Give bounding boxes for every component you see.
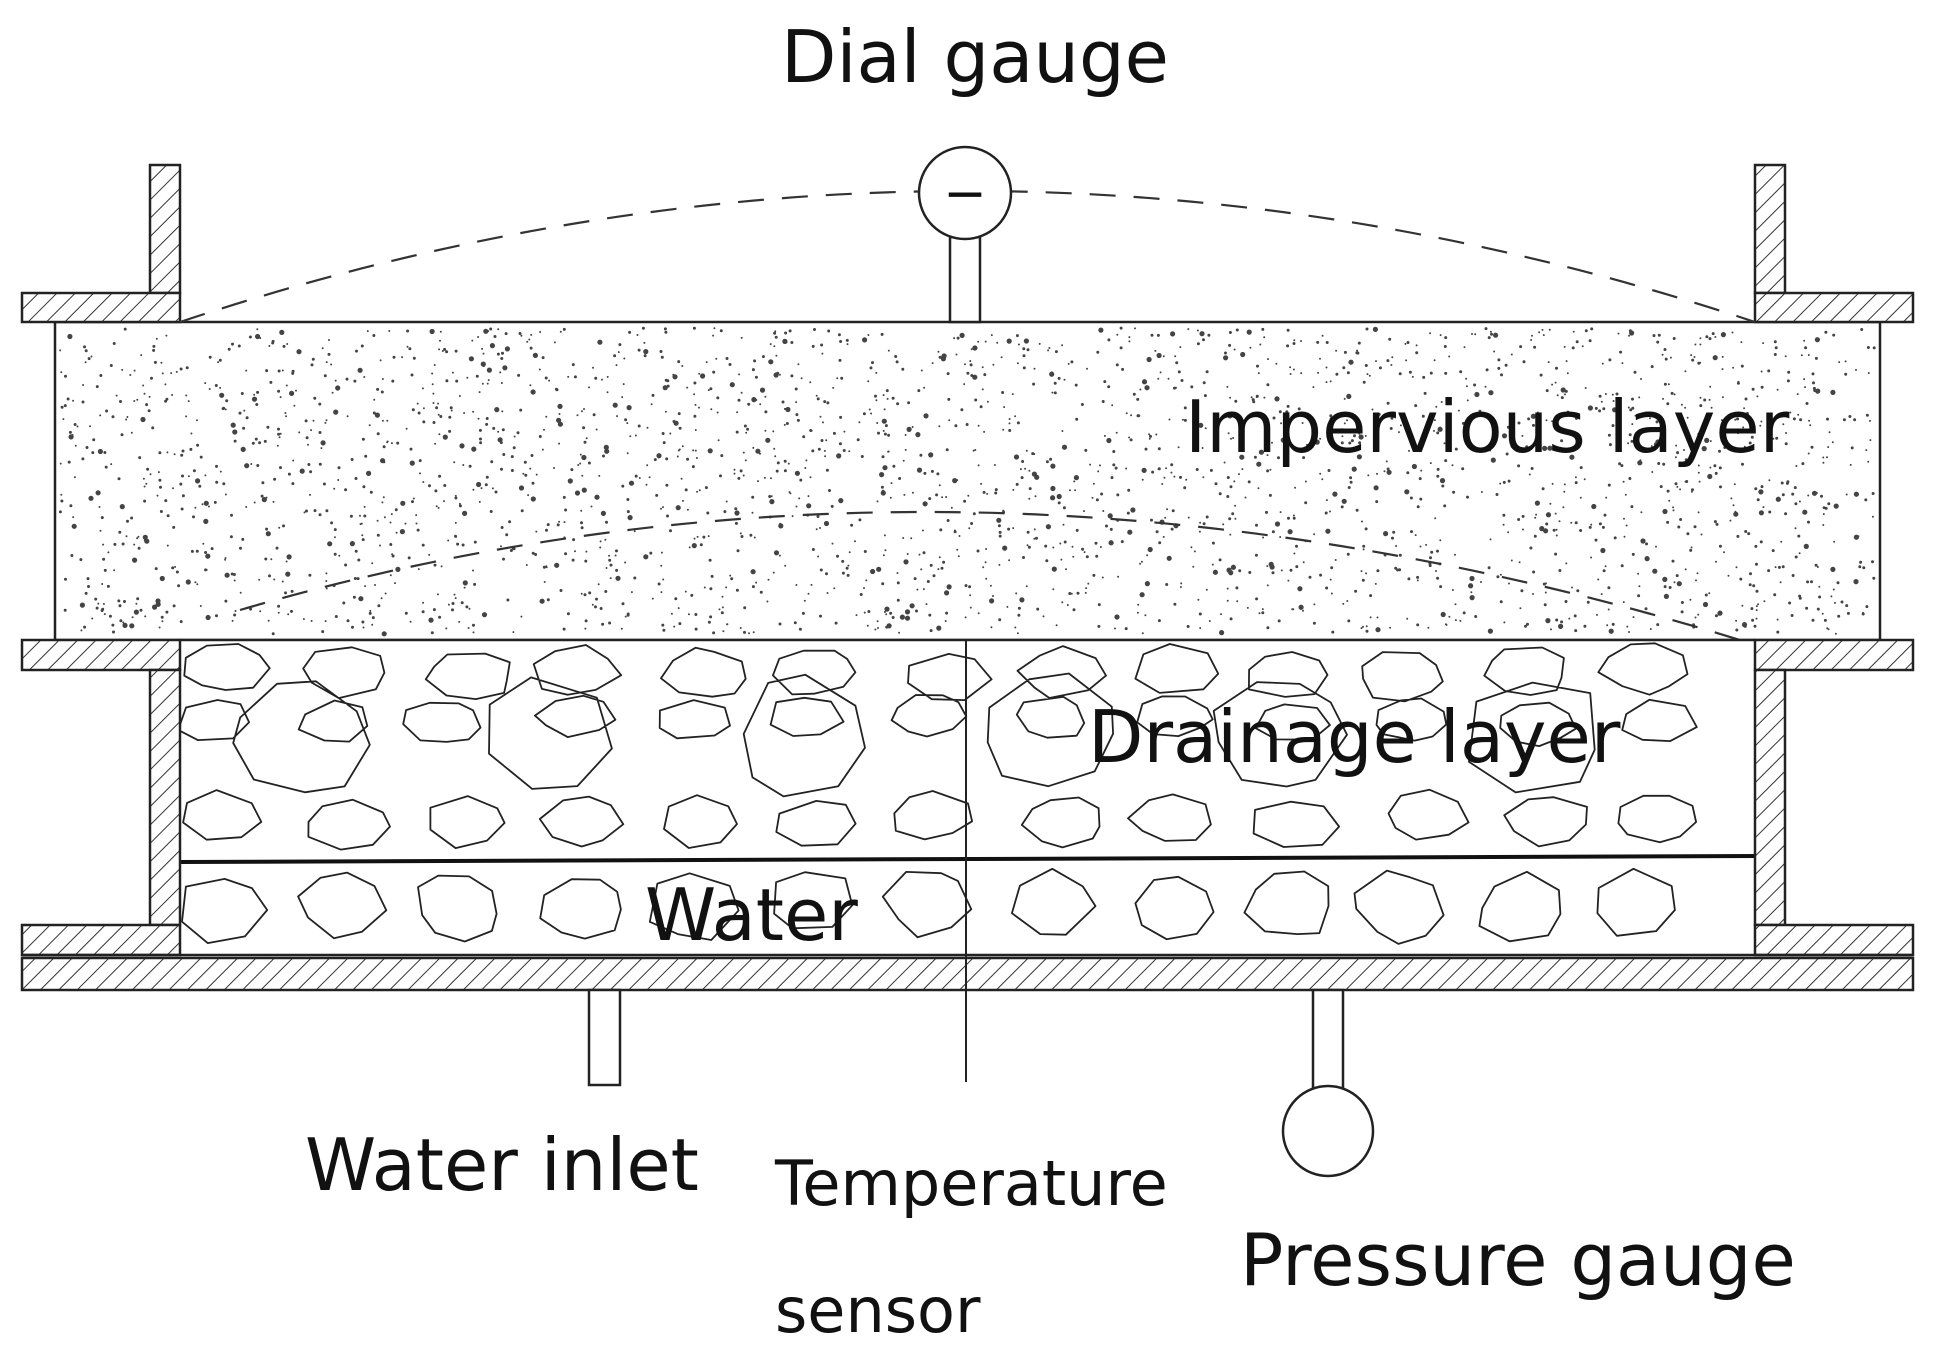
vessel-walls: [20, 163, 1915, 992]
pressure-gauge-label: Pressure gauge: [1240, 1218, 1796, 1302]
top-left-post: [148, 163, 182, 295]
temperature-sensor-label-line2: sensor: [775, 1274, 981, 1347]
middle-right-flange: [1753, 638, 1915, 672]
pressure-gauge-dial: [1281, 1084, 1375, 1178]
dial-gauge-stem: [948, 235, 982, 324]
base-plate: [20, 956, 1915, 992]
dial-gauge-face: [917, 145, 1013, 241]
pressure-gauge: Pressure gauge: [1240, 988, 1796, 1302]
lower-right-wall: [1753, 668, 1787, 927]
water-inlet-pipe: [587, 988, 622, 1087]
top-left-flange: [20, 291, 182, 324]
temperature-sensor-label-line1: Temperature: [774, 1147, 1168, 1220]
dial-gauge-label: Dial gauge: [781, 15, 1169, 99]
water-label: Water: [645, 873, 858, 957]
middle-left-flange: [20, 638, 182, 672]
drainage-layer-label: Drainage layer: [1088, 695, 1621, 779]
top-right-flange: [1753, 291, 1915, 324]
bottom-left-flange: [20, 923, 182, 957]
dial-gauge: − Dial gauge: [179, 15, 1756, 324]
impervious-layer-label: Impervious layer: [1185, 385, 1790, 469]
drainage-layer: [177, 638, 1761, 955]
water-inlet-label: Water inlet: [305, 1123, 699, 1207]
dial-gauge-face-symbol: −: [943, 164, 987, 224]
impervious-layer-stipple: [58, 326, 1876, 637]
temperature-sensor: Temperature sensor: [774, 640, 1168, 1347]
lower-left-wall: [148, 668, 182, 927]
water-inlet: Water inlet: [305, 988, 699, 1207]
water-level-line: [179, 854, 1761, 864]
pressure-gauge-stem: [1311, 988, 1345, 1090]
impervious-layer: [53, 320, 1882, 642]
top-right-post: [1753, 163, 1787, 295]
impervious-layer-inner-deflection-curve: [239, 510, 1741, 642]
drainage-layer-gravel: [177, 642, 1698, 945]
bottom-right-flange: [1753, 923, 1915, 957]
